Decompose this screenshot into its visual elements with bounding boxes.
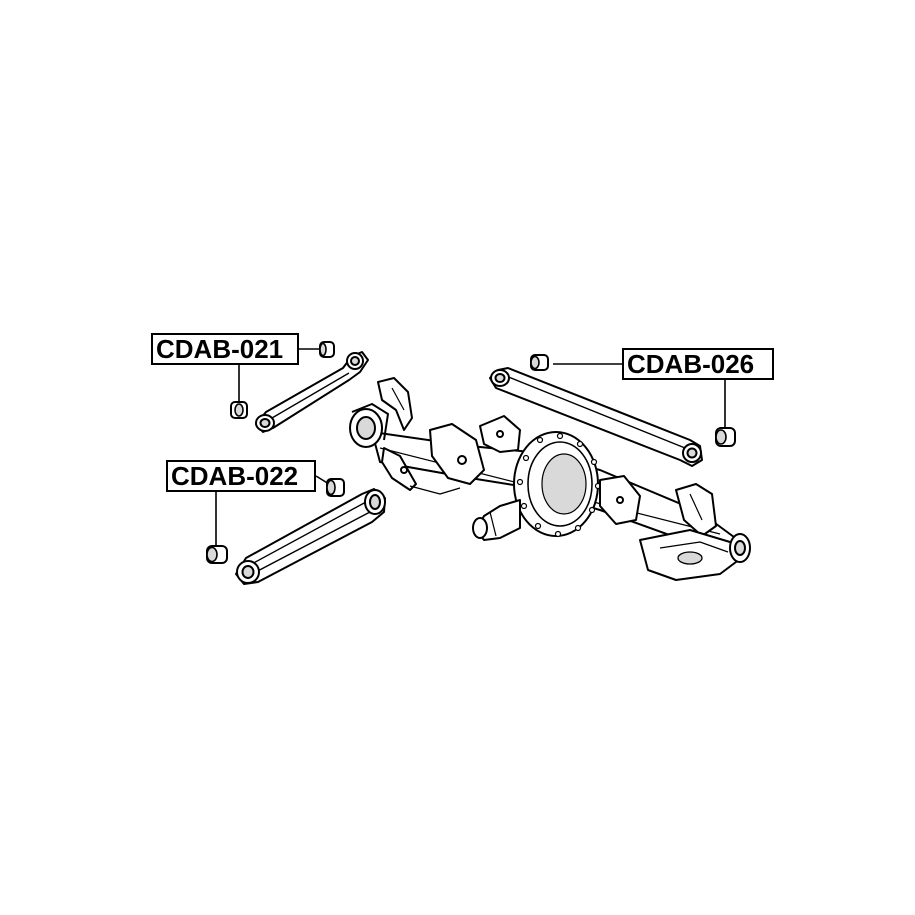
bushing-022-bottom <box>206 545 228 564</box>
bushing-022-top <box>326 478 345 497</box>
part-label-cdab-022[interactable]: CDAB-022 <box>166 460 316 492</box>
track-bar <box>489 367 703 467</box>
bushing-021-bottom <box>230 401 248 419</box>
rear-axle-assembly <box>349 377 751 581</box>
leader-lines <box>215 348 726 546</box>
lower-control-arm <box>235 488 386 585</box>
bushing-026-bottom <box>715 427 736 447</box>
upper-control-arm <box>255 351 369 433</box>
part-label-cdab-021[interactable]: CDAB-021 <box>151 333 299 365</box>
part-label-cdab-026[interactable]: CDAB-026 <box>622 348 774 380</box>
bushing-026-top <box>530 354 549 371</box>
bushing-021-top <box>319 341 335 358</box>
